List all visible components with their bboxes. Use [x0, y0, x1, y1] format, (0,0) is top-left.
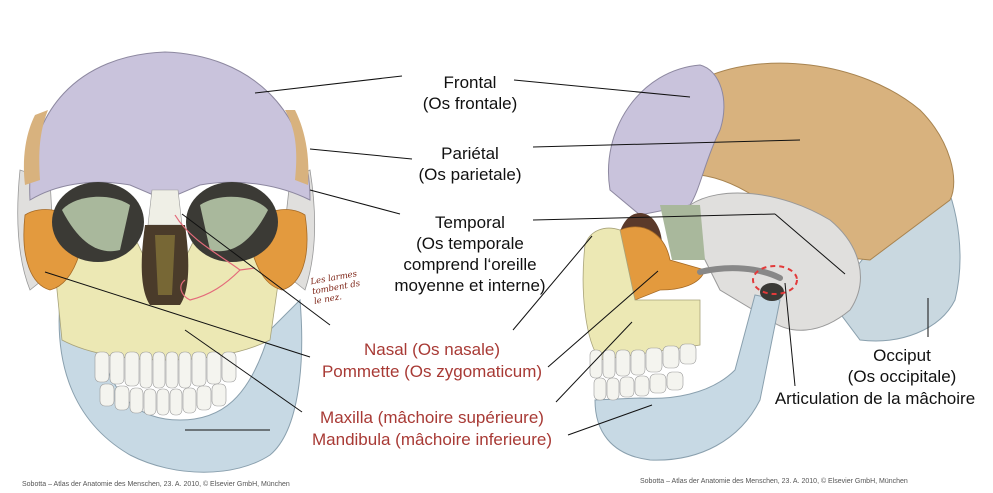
front-parietal-left [23, 110, 48, 185]
label-articulation: Articulation de la mâchoire [774, 389, 976, 408]
lateral-temporal [689, 192, 861, 331]
label-parietal-line2: (Os parietale) [418, 165, 522, 184]
front-frontal [29, 51, 311, 201]
label-parietal: Pariétal (Os parietale) [419, 143, 522, 185]
label-parietal-line1: Pariétal [441, 144, 499, 163]
front-teeth [94, 351, 237, 416]
label-occiput-line1: Occiput [873, 346, 931, 365]
label-temporal-line4: moyenne et interne) [394, 276, 546, 295]
label-frontal-line2: (Os frontale) [422, 94, 518, 113]
lateral-frontal [608, 64, 725, 216]
lateral-teeth [589, 343, 697, 401]
label-temporal-line3: comprend l‘oreille [403, 255, 537, 274]
lateral-mandible [594, 294, 781, 461]
lateral-skull [582, 62, 961, 461]
credit-right: Sobotta – Atlas der Anatomie des Mensche… [640, 478, 908, 485]
label-frontal: Frontal (Os frontale) [423, 72, 517, 114]
lateral-sphenoid [660, 205, 705, 260]
front-skull [17, 51, 315, 473]
front-nasal [147, 189, 183, 226]
label-maxilla: Maxilla (mâchoire supérieure) [320, 408, 544, 427]
label-mandibula: Mandibula (mâchoire inferieure) [311, 430, 553, 449]
leader-lines [44, 75, 929, 436]
label-occiput: Occiput (Os occipitale) [848, 345, 957, 387]
label-frontal-line1: Frontal [443, 73, 497, 92]
label-occiput-line2: (Os occipitale) [847, 367, 957, 386]
jaw-joint-highlight [752, 265, 798, 295]
label-nasal: Nasal (Os nasale) [363, 340, 501, 359]
label-temporal-line2: (Os temporale [416, 234, 524, 253]
label-temporal: Temporal (Os temporale comprend l‘oreill… [394, 212, 545, 296]
label-pommette: Pommette (Os zygomaticum) [321, 362, 543, 381]
credit-left: Sobotta – Atlas der Anatomie des Mensche… [22, 481, 290, 488]
lateral-ear-canal [760, 283, 784, 301]
front-parietal-right [285, 110, 309, 185]
front-mandible [58, 298, 303, 473]
label-temporal-line1: Temporal [435, 213, 505, 232]
